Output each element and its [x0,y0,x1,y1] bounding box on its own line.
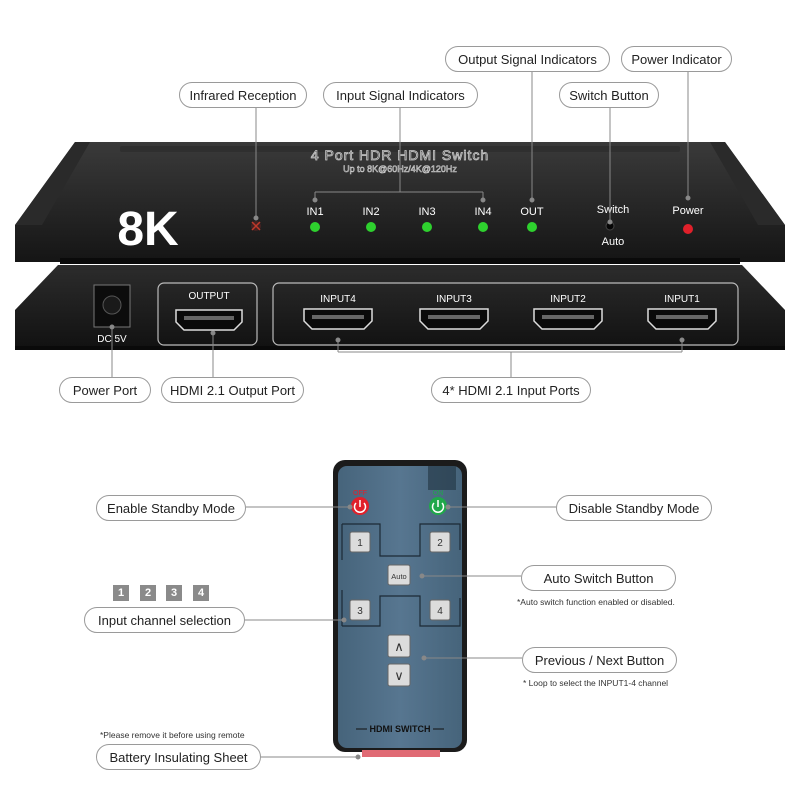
device-leader-lines [109,72,691,377]
battery-note: *Please remove it before using remote [100,730,245,740]
callout-enable-standby: Enable Standby Mode [96,495,246,521]
callout-switch-button: Switch Button [559,82,659,108]
callout-input-ports: 4* HDMI 2.1 Input Ports [431,377,591,403]
remote-button-3-label: 3 [357,606,363,617]
remote-button-down[interactable] [387,663,411,687]
label-out: OUT [520,206,544,218]
led-in2 [366,222,376,232]
callout-power-port: Power Port [59,377,151,403]
callout-output-signal-indicators: Output Signal Indicators [445,46,610,72]
remote-button-auto-label: Auto [391,572,406,581]
callout-battery-sheet: Battery Insulating Sheet [96,744,261,770]
hdmi-input2-port-icon [533,308,603,330]
channel-chip-2: 2 [140,585,156,601]
remote-button-4[interactable] [429,599,451,621]
callout-power-indicator: Power Indicator [621,46,732,72]
ir-receiver-icon [251,221,261,231]
hdmi-input3-port-icon [419,308,489,330]
battery-sheet[interactable] [362,750,440,757]
callout-channel-select: Input channel selection [84,607,245,633]
up-arrow-icon: ∧ [394,639,404,654]
remote-brand: HDMI SWITCH [370,724,431,734]
label-on: ON [433,490,444,497]
button-frame [341,523,461,627]
led-out [527,222,537,232]
power-icon [431,500,445,514]
label-auto: Auto [602,236,625,248]
remote-button-auto[interactable] [387,564,411,586]
auto-switch-note: *Auto switch function enabled or disable… [517,597,675,607]
remote-button-up[interactable] [387,634,411,658]
channel-chip-3: 3 [166,585,182,601]
led-in3 [422,222,432,232]
callout-infrared-reception: Infrared Reception [179,82,307,108]
label-switch: Switch [597,204,629,216]
hdmi-input4-port-icon [303,308,373,330]
label-input4: INPUT4 [320,294,356,305]
remote-button-4-label: 4 [437,606,443,617]
led-in4 [478,222,488,232]
label-in4: IN4 [474,206,491,218]
remote-leader-lines [245,504,556,760]
label-power: Power [672,205,704,217]
led-power [683,224,693,234]
output-port-frame [157,282,258,346]
remote-button-1-label: 1 [357,538,363,549]
channel-chip-1: 1 [113,585,129,601]
down-arrow-icon: ∨ [394,668,404,683]
label-input3: INPUT3 [436,294,472,305]
label-in3: IN3 [418,206,435,218]
channel-chip-4: 4 [193,585,209,601]
device-front-panel [15,142,785,264]
remote-button-3[interactable] [349,599,371,621]
label-input1: INPUT1 [664,294,700,305]
callout-prev-next: Previous / Next Button [522,647,677,673]
hdmi-input1-port-icon [647,308,717,330]
remote-button-2-label: 2 [437,538,443,549]
callout-disable-standby: Disable Standby Mode [556,495,712,521]
hdmi-output-port-icon [175,309,243,331]
label-output: OUTPUT [188,291,229,302]
label-in1: IN1 [306,206,323,218]
remote-button-1[interactable] [349,531,371,553]
callout-auto-switch: Auto Switch Button [521,565,676,591]
loop-note: * Loop to select the INPUT1-4 channel [523,678,669,688]
badge-8k: 8K [117,203,179,256]
power-icon [353,500,367,514]
remote-button-2[interactable] [429,531,451,553]
input-ports-frame [272,282,739,346]
label-in2: IN2 [362,206,379,218]
callout-input-signal-indicators: Input Signal Indicators [323,82,478,108]
label-input2: INPUT2 [550,294,586,305]
callout-output-port: HDMI 2.1 Output Port [161,377,304,403]
led-in1 [310,222,320,232]
label-off: OFF [353,490,367,497]
